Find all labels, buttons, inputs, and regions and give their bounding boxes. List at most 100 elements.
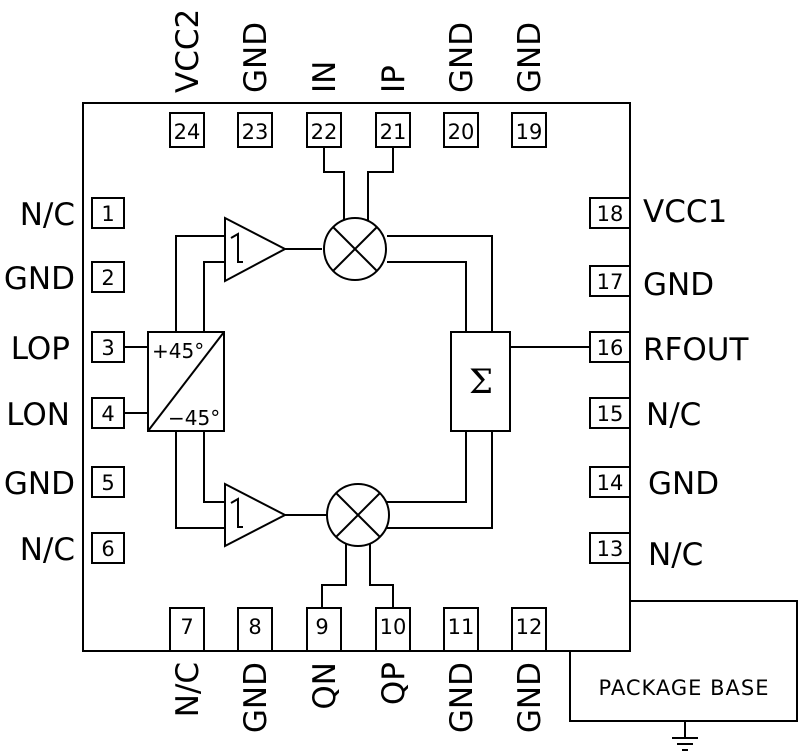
pin-label: QP [376, 662, 412, 705]
ground-icon [672, 737, 698, 751]
pin-box [589, 197, 631, 229]
sigma-symbol: Σ [469, 362, 493, 402]
pin-box [169, 607, 205, 652]
pin-number: 3 [101, 336, 114, 360]
pin-box [589, 466, 631, 498]
pin-box [91, 261, 125, 293]
pin-label: GND [444, 22, 480, 93]
pin-label: GND [4, 466, 75, 502]
phase-minus-label: −45° [168, 406, 220, 430]
pin-number: 6 [101, 537, 114, 561]
package-base-label: PACKAGE BASE [599, 676, 770, 700]
pin-number: 14 [597, 471, 624, 495]
pin-number: 2 [101, 266, 114, 290]
mixer-cross-icon [335, 492, 381, 538]
pin-10: 10 QP [375, 607, 412, 705]
pin-box [91, 397, 125, 429]
pin-box [91, 532, 125, 564]
pin-label: LON [6, 397, 70, 433]
pin-label: N/C [20, 532, 75, 568]
amplifier-triangle [224, 216, 288, 283]
pin-number: 11 [448, 615, 475, 639]
pin-5: 5 GND [4, 466, 125, 502]
lower-mixer [326, 483, 390, 547]
pin-22: 22 IN [306, 61, 343, 148]
pin-number: 9 [315, 615, 328, 639]
pin-box [237, 112, 273, 148]
pin-label: VCC1 [643, 194, 727, 230]
upper-mixer [323, 217, 387, 281]
pin-box [443, 112, 479, 148]
summer: Σ [450, 331, 511, 432]
pin-label: IN [307, 61, 343, 93]
pin-box [237, 607, 273, 652]
pin-label: GND [643, 267, 714, 303]
pin-box [375, 112, 411, 148]
pin-15: 15 N/C [589, 397, 701, 433]
pin-label: IP [376, 65, 412, 93]
pin-11: 11 GND [443, 607, 480, 733]
pin-number: 12 [516, 615, 543, 639]
pin-label: N/C [646, 397, 701, 433]
summer-box [450, 331, 511, 432]
pin-number: 18 [597, 202, 624, 226]
pin-box [589, 532, 631, 564]
pin-number: 10 [380, 615, 407, 639]
pin-24: 24 VCC2 [169, 9, 206, 148]
pin-label: GND [512, 22, 548, 93]
pin-3: 3 LOP [11, 331, 125, 367]
limiter-icon [230, 497, 243, 528]
pin-21: 21 IP [375, 65, 412, 148]
pin-label: GND [4, 261, 75, 297]
pin-2: 2 GND [4, 261, 125, 297]
pin-number: 24 [174, 120, 201, 144]
pin-box [589, 397, 631, 429]
pin-label: GND [444, 662, 480, 733]
pin-label: VCC2 [170, 9, 206, 93]
pin-box [169, 112, 205, 148]
pin-6: 6 N/C [20, 532, 125, 568]
pin-number: 8 [248, 615, 261, 639]
pin-label: N/C [170, 662, 206, 717]
pin-box [511, 607, 547, 652]
pin-number: 13 [597, 537, 624, 561]
pin-label: GND [512, 662, 548, 733]
signal-wires [124, 147, 798, 738]
package-base: PACKAGE BASE [599, 676, 770, 700]
pin-20: 20 GND [443, 22, 480, 148]
package-outline [82, 102, 631, 652]
pin-number: 21 [380, 120, 407, 144]
pin-23: 23 GND [237, 22, 274, 148]
pin-label: GND [238, 662, 274, 733]
pin-18: 18 VCC1 [589, 194, 727, 230]
upper-amplifier [224, 216, 288, 283]
pin-label: LOP [11, 331, 70, 367]
pin-label: N/C [20, 197, 75, 233]
pin-box [589, 265, 631, 297]
pin-16: 16 RFOUT [589, 331, 749, 368]
pin-number: 17 [597, 270, 624, 294]
pin-19: 19 GND [511, 22, 548, 148]
pin-9: 9 QN [306, 607, 343, 710]
pin-12: 12 GND [511, 607, 548, 733]
pin-label: N/C [648, 537, 703, 573]
pin-label: GND [648, 466, 719, 502]
pin-number: 20 [448, 120, 475, 144]
pin-box [91, 197, 125, 229]
pin-number: 4 [101, 402, 114, 426]
pin-14: 14 GND [589, 466, 719, 502]
pin-number: 1 [101, 202, 114, 226]
pin-box [306, 607, 342, 652]
pin-label: QN [307, 662, 343, 710]
pin-17: 17 GND [589, 265, 714, 303]
pin-number: 7 [180, 615, 193, 639]
pin-box [511, 112, 547, 148]
pin-4: 4 LON [6, 397, 125, 433]
pin-1: 1 N/C [20, 197, 125, 233]
pin-label: GND [238, 22, 274, 93]
mixer-cross-icon [332, 226, 378, 272]
pin-8: 8 GND [237, 607, 274, 733]
pin-number: 23 [242, 120, 269, 144]
pin-number: 19 [516, 120, 543, 144]
